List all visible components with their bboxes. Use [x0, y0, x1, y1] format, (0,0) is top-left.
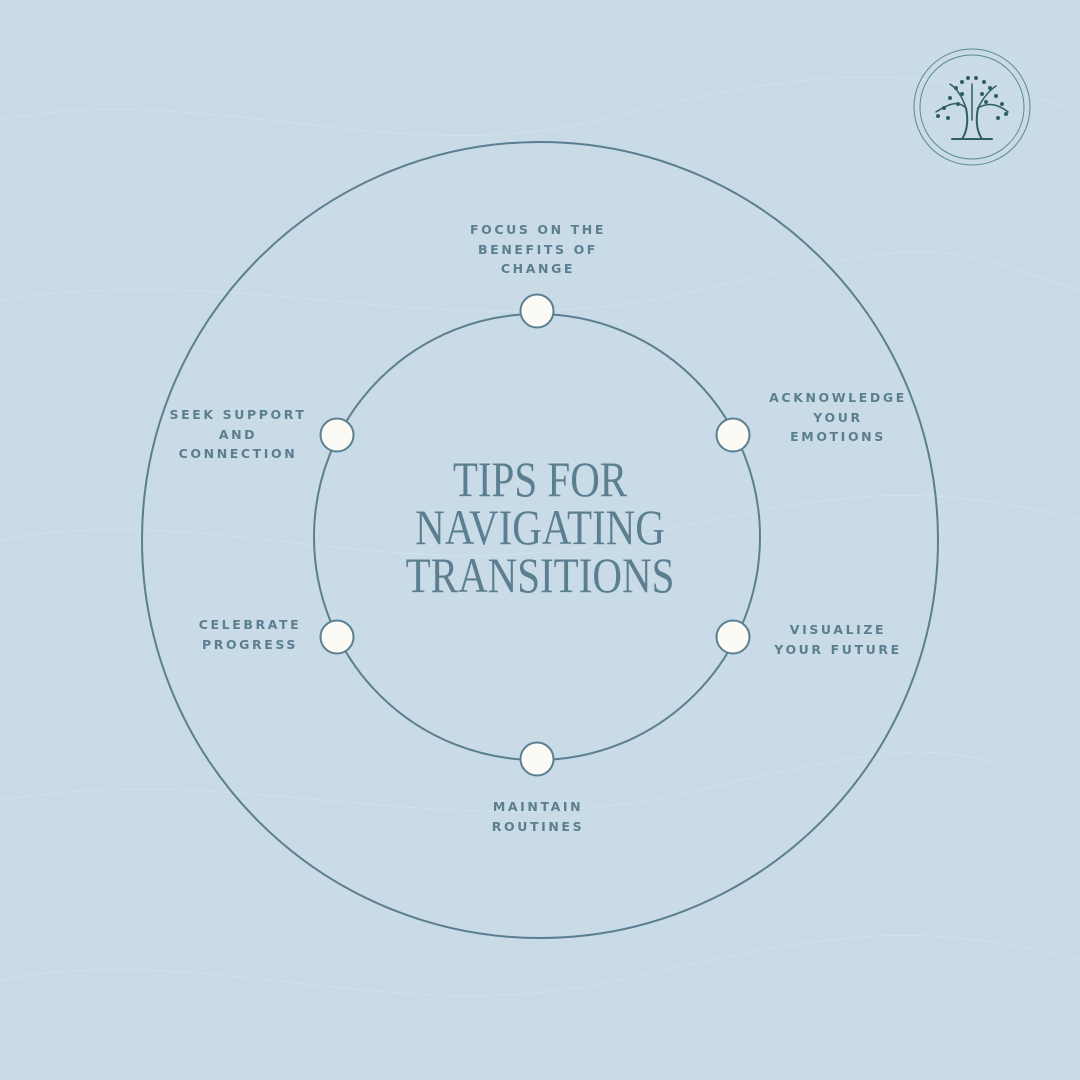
- tip-line: ACKNOWLEDGE: [769, 390, 907, 405]
- title-line: NAVIGATING: [415, 499, 665, 555]
- tip-line: CONNECTION: [178, 446, 298, 461]
- tip-seek-support: SEEK SUPPORT AND CONNECTION: [148, 405, 328, 464]
- tip-line: ROUTINES: [491, 818, 585, 834]
- tip-line: CELEBRATE: [198, 617, 302, 632]
- node-visualize-future: [715, 619, 751, 655]
- tip-line: PROGRESS: [201, 636, 299, 652]
- node-maintain-routines: [519, 741, 555, 777]
- node-focus-benefits: [519, 293, 555, 329]
- tip-visualize-future: VISUALIZE YOUR FUTURE: [748, 620, 928, 659]
- node-seek-support: [319, 417, 355, 453]
- outer-ring: [141, 141, 939, 939]
- logo: [913, 48, 1031, 166]
- title-line: TIPS FOR: [452, 451, 628, 507]
- tip-maintain-routines: MAINTAIN ROUTINES: [448, 797, 628, 836]
- tip-line: YOUR FUTURE: [774, 641, 902, 657]
- page-title: TIPS FOR NAVIGATING TRANSITIONS: [340, 451, 740, 603]
- tip-celebrate-progress: CELEBRATE PROGRESS: [160, 615, 340, 654]
- tip-line: FOCUS ON THE: [469, 222, 606, 237]
- tip-line: AND: [218, 426, 258, 442]
- tip-focus-benefits: FOCUS ON THE BENEFITS OF CHANGE: [448, 220, 628, 279]
- tip-line: MAINTAIN: [492, 799, 584, 814]
- tip-line: BENEFITS OF: [478, 241, 598, 257]
- tip-line: VISUALIZE: [789, 622, 887, 637]
- wave-texture: [0, 76, 1080, 997]
- tip-line: YOUR: [813, 409, 863, 425]
- tip-line: EMOTIONS: [790, 429, 886, 444]
- title-line: TRANSITIONS: [405, 547, 675, 603]
- tip-acknowledge-emotions: ACKNOWLEDGE YOUR EMOTIONS: [748, 388, 928, 447]
- node-acknowledge-emotions: [715, 417, 751, 453]
- tree-icon: [935, 76, 1009, 140]
- node-celebrate-progress: [319, 619, 355, 655]
- tip-line: CHANGE: [500, 261, 576, 276]
- tip-line: SEEK SUPPORT: [169, 407, 307, 422]
